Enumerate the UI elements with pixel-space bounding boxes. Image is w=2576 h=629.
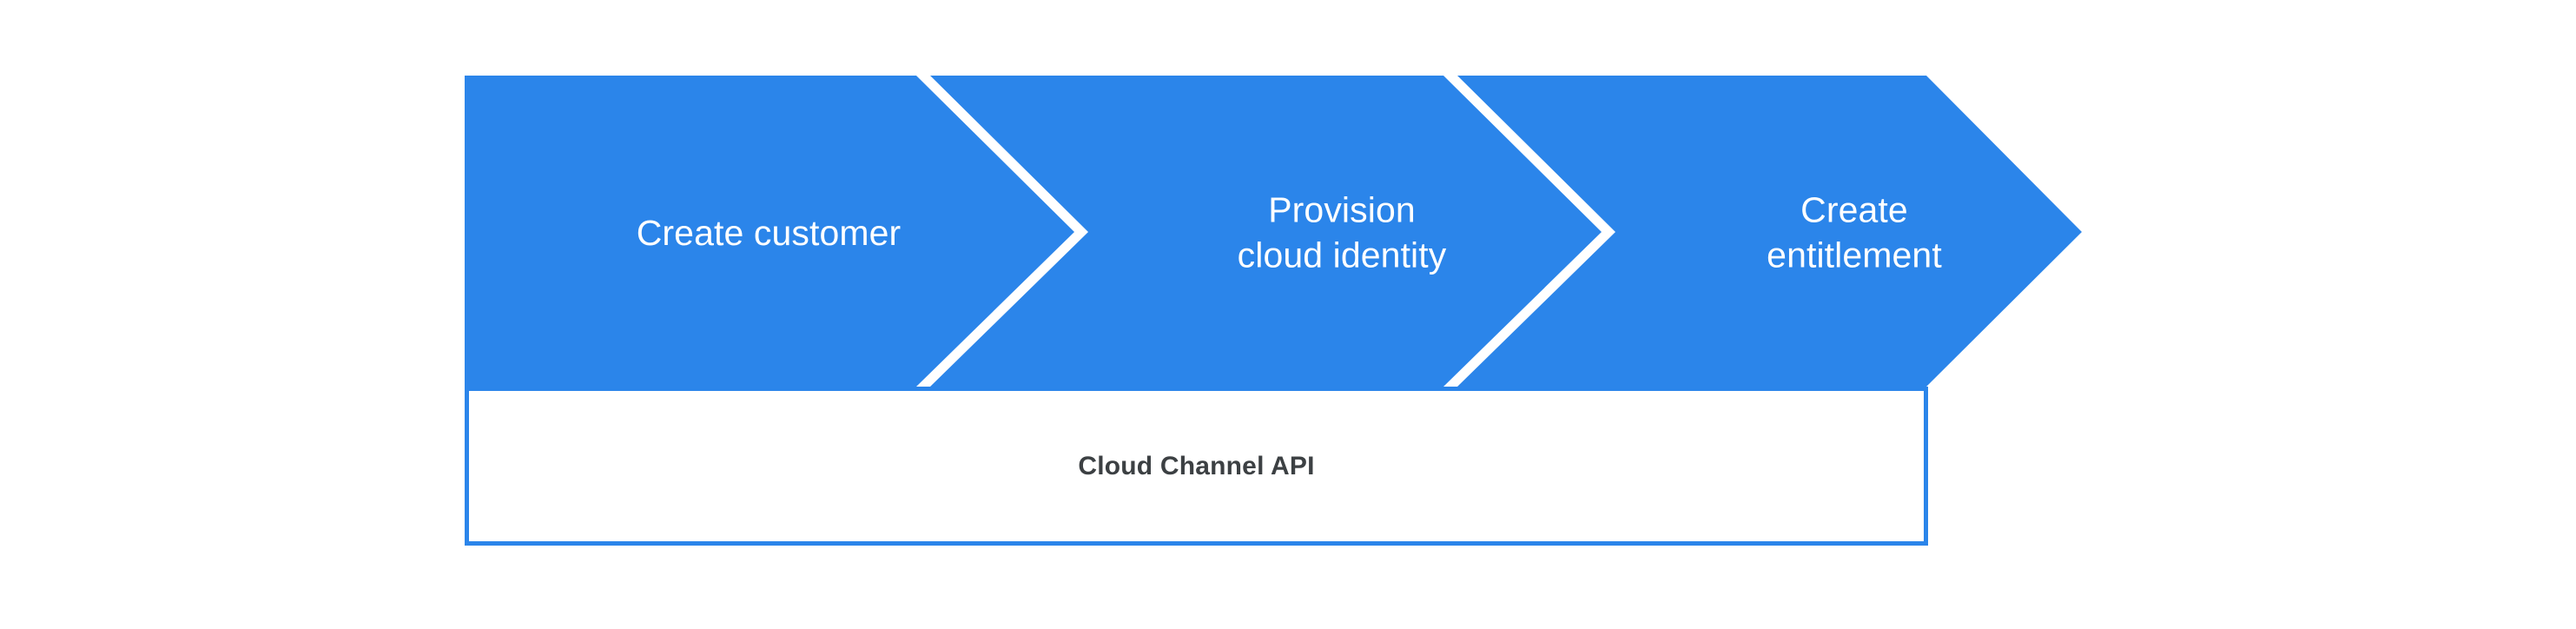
stage-shape-create-entitlement[interactable] bbox=[1457, 76, 2082, 387]
stage-shape-create-customer[interactable] bbox=[465, 76, 1074, 387]
api-band-box[interactable] bbox=[465, 387, 1928, 546]
stage-shape-provision-identity[interactable] bbox=[930, 76, 1602, 387]
chevron-band bbox=[465, 76, 2082, 387]
